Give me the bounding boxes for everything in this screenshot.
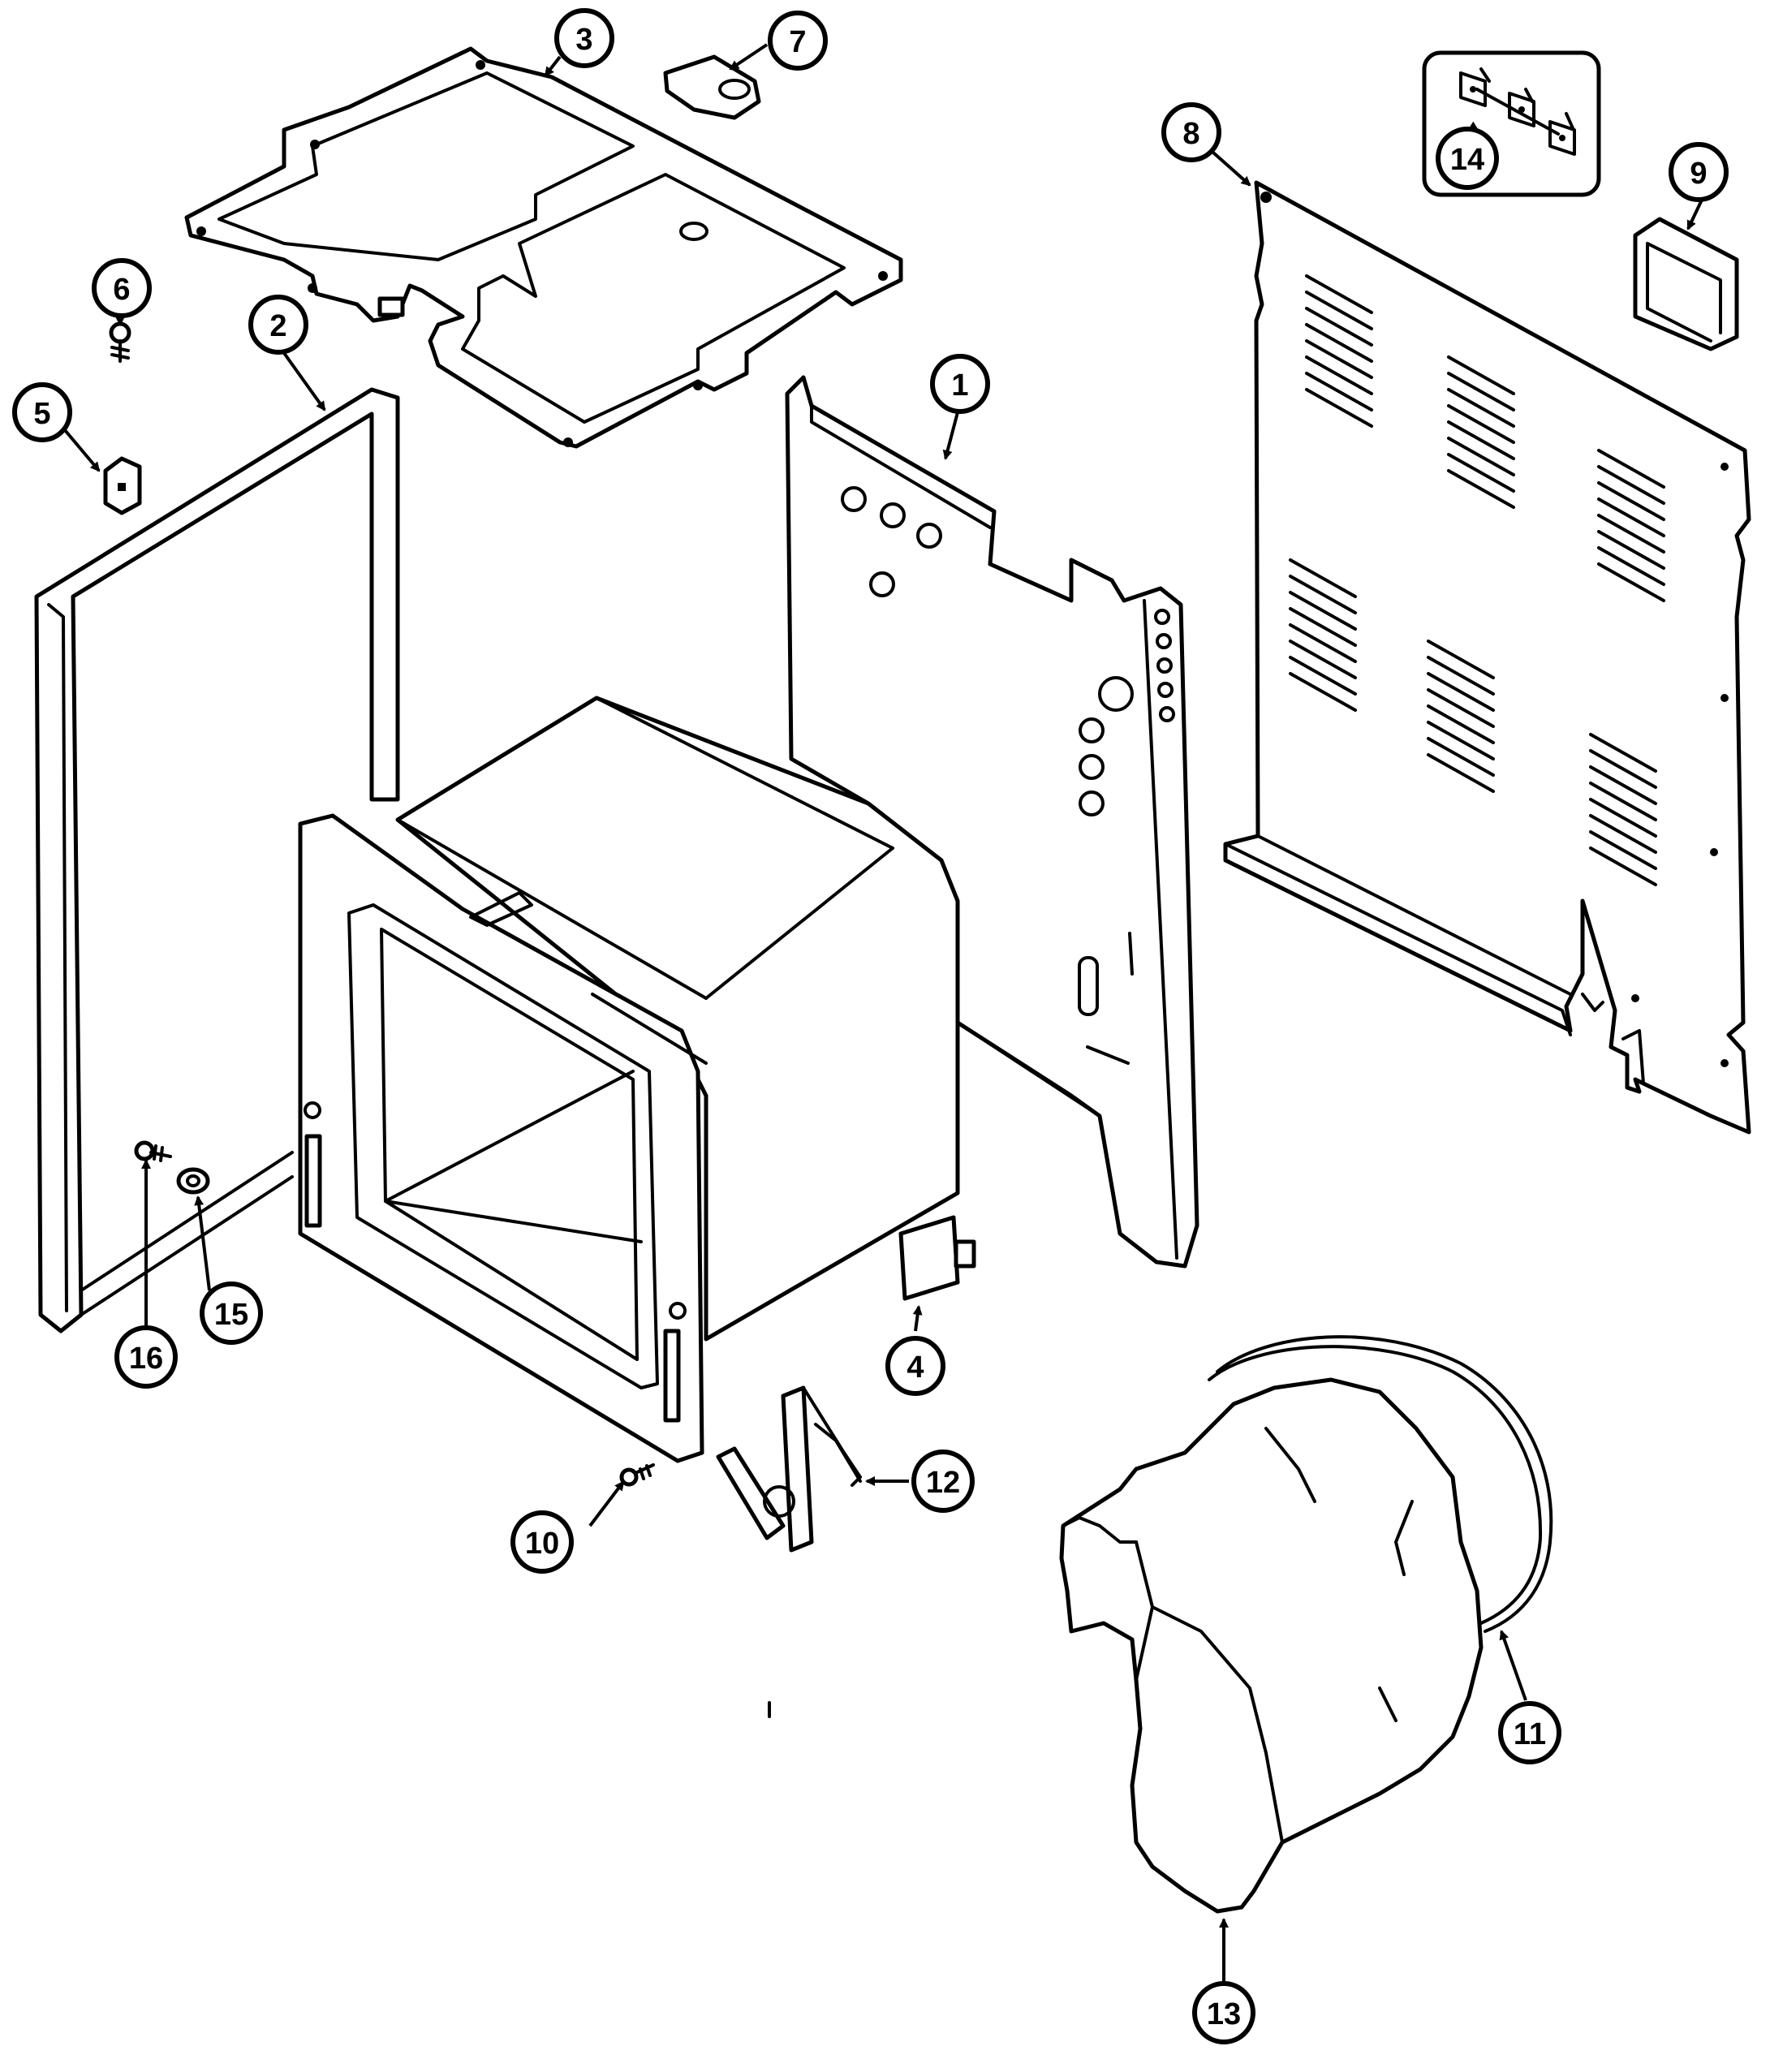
leader-lines xyxy=(63,43,1706,1984)
callout-5: 5 xyxy=(12,382,72,442)
svg-text:1: 1 xyxy=(951,368,968,403)
svg-text:4: 4 xyxy=(907,1350,924,1385)
part-screw-10 xyxy=(619,1463,655,1487)
svg-text:8: 8 xyxy=(1182,117,1199,151)
part-plug xyxy=(663,54,761,120)
callout-11: 11 xyxy=(1498,1701,1561,1764)
callout-15: 15 xyxy=(200,1282,263,1345)
vent-group-bottom-left xyxy=(1289,558,1357,712)
svg-text:13: 13 xyxy=(1207,1997,1241,2031)
callout-9: 9 xyxy=(1669,142,1729,202)
callout-10: 10 xyxy=(510,1510,574,1574)
vent-group-bottom-middle xyxy=(1427,640,1495,793)
vent-group-bottom-right xyxy=(1589,733,1657,886)
svg-text:6: 6 xyxy=(113,273,130,307)
part-box-9 xyxy=(1633,217,1739,351)
part-screw-16 xyxy=(134,1140,172,1162)
part-plug-15 xyxy=(176,1167,210,1195)
svg-text:5: 5 xyxy=(33,397,50,431)
callout-6: 6 xyxy=(92,258,152,318)
callout-1: 1 xyxy=(930,354,990,414)
part-bracket-4 xyxy=(898,1215,976,1301)
part-insulation xyxy=(1059,1377,1484,1914)
svg-text:7: 7 xyxy=(789,25,806,59)
callout-7: 7 xyxy=(768,11,828,71)
part-back-panel xyxy=(1223,180,1751,1135)
part-inner-side-panel xyxy=(785,375,1199,1269)
svg-text:2: 2 xyxy=(269,309,286,343)
vent-group-top-middle xyxy=(1447,355,1515,509)
vent-group-top-left xyxy=(1305,274,1373,428)
part-side-panel xyxy=(34,387,400,1333)
part-oven-cavity xyxy=(298,696,960,1463)
svg-text:11: 11 xyxy=(1514,1717,1546,1751)
svg-text:14: 14 xyxy=(1450,143,1484,177)
callout-8: 8 xyxy=(1161,102,1221,162)
callout-4: 4 xyxy=(885,1336,945,1396)
callout-2: 2 xyxy=(248,295,308,355)
callout-13: 13 xyxy=(1192,1981,1255,2044)
callout-14: 14 xyxy=(1436,127,1499,190)
vent-group-top-right xyxy=(1597,449,1665,602)
part-clip-5 xyxy=(103,456,142,515)
svg-text:3: 3 xyxy=(575,23,592,57)
part-gasket-ring xyxy=(1208,1335,1553,1633)
callout-3: 3 xyxy=(554,8,614,68)
callout-12: 12 xyxy=(911,1450,975,1513)
svg-text:12: 12 xyxy=(926,1466,960,1500)
callout-16: 16 xyxy=(114,1325,178,1389)
svg-text:16: 16 xyxy=(129,1342,163,1376)
svg-text:9: 9 xyxy=(1690,157,1707,191)
part-hinge xyxy=(716,1385,862,1553)
svg-text:10: 10 xyxy=(525,1527,559,1561)
part-screw-6 xyxy=(109,321,131,363)
part-top-panel xyxy=(184,46,903,449)
svg-text:15: 15 xyxy=(214,1298,248,1332)
